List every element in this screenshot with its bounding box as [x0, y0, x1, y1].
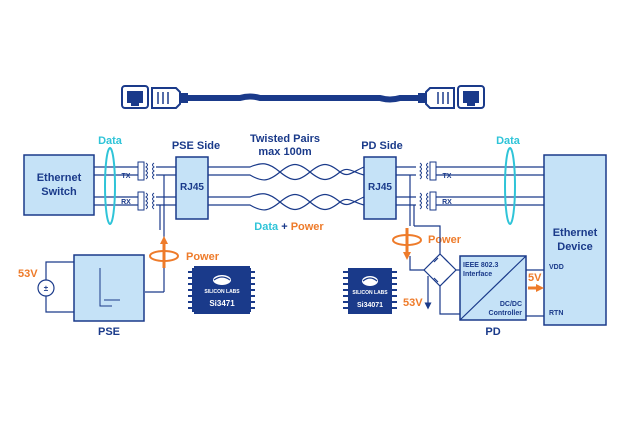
chip-right-part-label: Si34071 [357, 302, 383, 309]
pse-side-label: PSE Side [172, 140, 220, 152]
ethernet-switch-label-1: Ethernet [37, 172, 82, 184]
ethernet-switch-label-2: Switch [41, 186, 77, 198]
rtn-label: RTN [549, 310, 563, 317]
data-label-right: Data [496, 135, 521, 147]
rj45-label-left: RJ45 [180, 182, 204, 193]
pd-side-label: PD Side [361, 140, 403, 152]
tx-label-left: TX [122, 173, 131, 180]
vdd-label: VDD [549, 264, 564, 271]
svg-text:±: ± [44, 284, 49, 293]
output-5v: 5V [526, 269, 544, 317]
data-label-left: Data [98, 135, 123, 147]
data-pair-ring-right [504, 147, 516, 225]
data-pair-ring-left [104, 147, 116, 225]
svg-text:SILICON LABS: SILICON LABS [352, 290, 388, 296]
ethernet-device-label-1: Ethernet [553, 227, 598, 239]
v53-label-right: 53V [403, 297, 423, 309]
rj45-plug-right-icon [418, 87, 455, 109]
chip-si34071: SILICON LABS Si34071 [343, 268, 397, 314]
dcdc-label-2: Controller [489, 310, 523, 317]
rj45-plug-left-icon [151, 87, 188, 109]
rx-label-left: RX [121, 199, 131, 206]
rj45-jack-icon [457, 85, 485, 109]
pse-label: PSE [98, 326, 120, 338]
rj45-label-right: RJ45 [368, 182, 392, 193]
pd-power-path: Power [392, 175, 462, 271]
transformer-icon: TX [122, 161, 155, 181]
rj45-box-left: RJ45 [175, 156, 209, 220]
pse-power-path: Power [145, 175, 220, 293]
power-ring-right [392, 234, 422, 246]
switch-data-lines [94, 166, 138, 206]
chip-left-part-label: Si3471 [209, 299, 235, 308]
ethernet-device-box: Ethernet Device VDD RTN [543, 154, 607, 326]
v5-label: 5V [528, 272, 542, 284]
twisted-pairs [208, 163, 365, 211]
silicon-labs-logo-icon [362, 276, 378, 286]
transformer-icon: RX [419, 191, 452, 211]
silicon-labs-logo-icon [213, 275, 231, 285]
rj45-jack-icon [121, 85, 149, 109]
power-label-right: Power [428, 234, 462, 246]
transformer-icon: TX [419, 161, 452, 181]
pse-box: PSE [73, 254, 145, 338]
ethernet-switch-box: Ethernet Switch [23, 154, 95, 216]
twisted-pairs-label-2: max 100m [258, 146, 311, 158]
ieee-label-2: Interface [463, 271, 492, 278]
power-label-left: Power [186, 251, 220, 263]
data-plus-power-label: Data + Power [254, 221, 324, 233]
pd-label: PD [485, 326, 500, 338]
tx-label-right: TX [443, 173, 452, 180]
device-data-lines [436, 166, 544, 206]
twisted-pairs-label-1: Twisted Pairs [250, 133, 320, 145]
chip-si3471: SILICON LABS Si3471 [188, 266, 255, 314]
transformer-icon: RX [121, 191, 155, 211]
rj45-box-right: RJ45 [363, 156, 397, 220]
v53-label-left: 53V [18, 268, 38, 280]
dc-source-icon: ± [37, 261, 74, 313]
diode-bridge-icon [423, 253, 460, 315]
ethernet-cable [121, 85, 485, 109]
pd-interface-box: IEEE 802.3 Interface DC/DC Controller PD [459, 255, 527, 338]
rx-label-right: RX [442, 199, 452, 206]
ethernet-device-label-2: Device [557, 241, 592, 253]
dcdc-label-1: DC/DC [500, 301, 522, 308]
power-ring-left [149, 250, 179, 262]
svg-text:SILICON LABS: SILICON LABS [204, 289, 240, 295]
ieee-label-1: IEEE 802.3 [463, 262, 499, 269]
